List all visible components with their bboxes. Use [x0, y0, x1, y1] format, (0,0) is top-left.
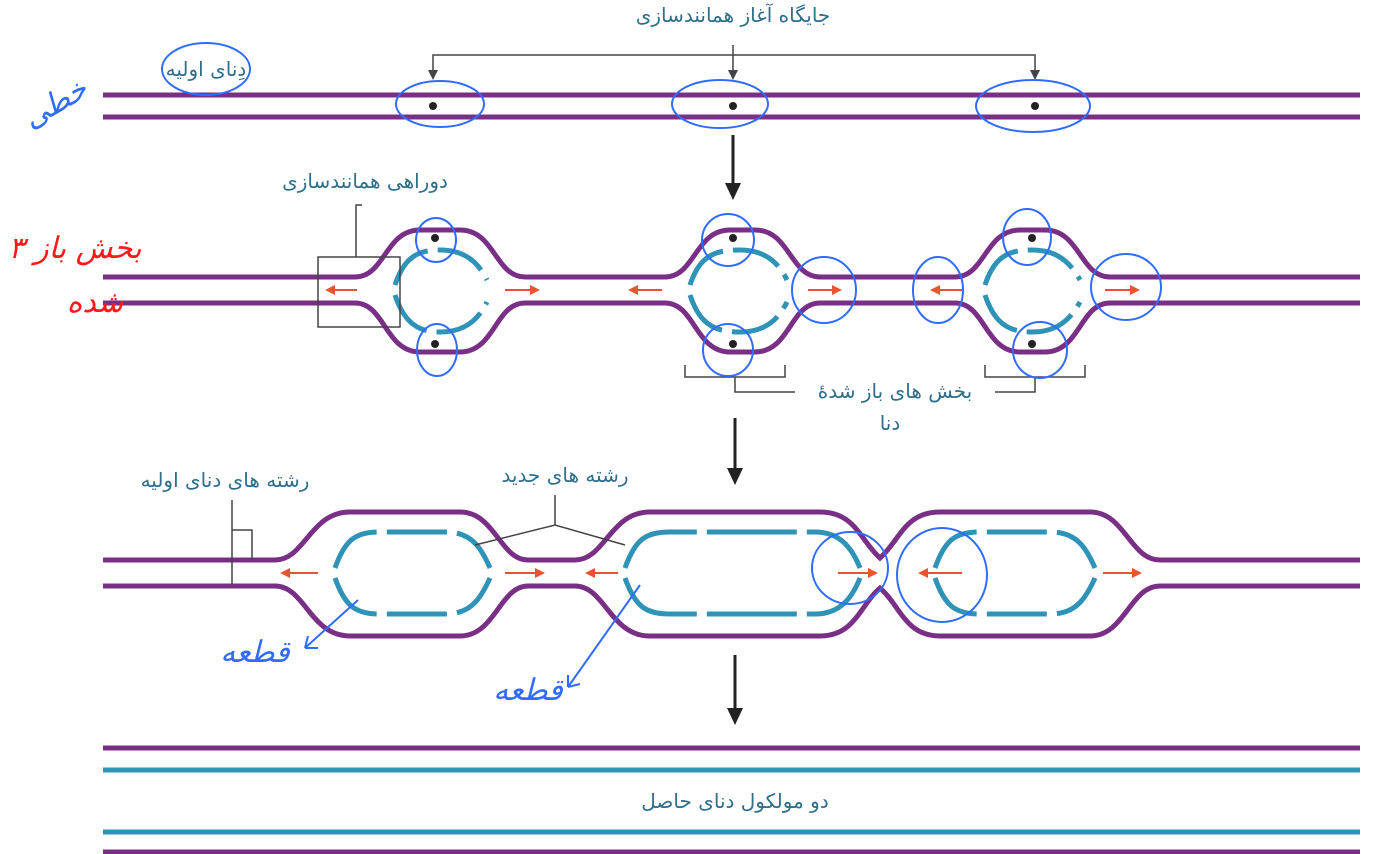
left-arrow-icon	[280, 568, 318, 578]
label-replication-fork: دوراهی همانندسازی	[282, 169, 448, 193]
origin-bracket	[432, 45, 1036, 70]
new-strand	[392, 294, 490, 335]
handwriting-three-open-parts-2: شده	[67, 285, 124, 320]
stage-1-parent-dna	[103, 45, 1360, 120]
left-arrow-icon	[585, 568, 618, 578]
annotation-circle	[415, 217, 457, 263]
pen-arrow	[567, 584, 641, 688]
replication-fork-callout	[317, 204, 401, 328]
annotation-circle	[811, 531, 889, 605]
label-two-molecules: دو مولکول دنای حاصل	[641, 789, 829, 813]
origin-dot	[729, 234, 737, 242]
opened-regions-brackets	[684, 365, 1086, 393]
right-arrow-icon	[505, 285, 540, 295]
annotation-circle	[702, 323, 754, 377]
stage-4-daughter-molecules	[103, 745, 1360, 854]
stage-2-bubbles	[103, 227, 1360, 355]
origin-dot	[1028, 234, 1036, 242]
label-opened-regions: بخش های باز شدهٔ	[818, 379, 972, 403]
new-strand	[687, 247, 790, 286]
annotation-circle	[161, 42, 251, 96]
handwriting-fragment-right: قطعه	[493, 673, 564, 708]
label-replication-origin: جایگاه آغاز همانندسازی	[636, 2, 831, 27]
new-strand	[332, 529, 493, 569]
fork-direction-arrows	[325, 285, 1140, 295]
new-strand	[332, 576, 493, 617]
label-new-strands: رشته های جدید	[501, 463, 628, 487]
right-arrow-icon	[1105, 285, 1140, 295]
stage-3-merging-bubbles	[103, 509, 1360, 639]
annotation-circle	[912, 256, 964, 324]
origin-dot	[1031, 102, 1039, 110]
right-arrow-icon	[505, 568, 545, 578]
pen-annotations	[161, 42, 1162, 688]
parent-strand-bottom	[103, 300, 1360, 355]
annotation-circle	[701, 213, 755, 267]
origin-dot	[431, 340, 439, 348]
origin-dot	[429, 102, 437, 110]
label-parent-strands: رشته های دنای اولیه	[141, 468, 310, 492]
annotation-circle	[416, 323, 458, 377]
parent-strand-top	[103, 509, 1360, 563]
annotation-circle	[1090, 253, 1162, 321]
left-arrow-icon	[325, 285, 357, 295]
label-parent-dna: دِنای اولیه	[166, 57, 247, 81]
bracket-arrowhead	[1030, 70, 1040, 80]
new-strands-callout	[474, 495, 626, 546]
new-strand	[982, 247, 1083, 286]
left-arrow-icon	[628, 285, 662, 295]
handwriting-three-open-parts: ۳ بخش باز	[8, 231, 141, 266]
bracket-arrowhead	[428, 70, 438, 80]
pen-arrow	[304, 599, 359, 649]
handwriting-fragment-left: قطعه	[220, 635, 291, 670]
new-strand	[687, 294, 790, 335]
new-strand	[392, 247, 490, 286]
right-arrow-icon	[808, 285, 842, 295]
annotation-circle	[896, 527, 988, 623]
bracket-arrowhead	[728, 70, 738, 80]
origin-dot	[729, 340, 737, 348]
annotation-circle	[671, 79, 769, 129]
right-arrow-icon	[838, 568, 878, 578]
annotation-circle	[395, 80, 485, 128]
new-strand	[622, 529, 863, 569]
label-opened-regions-dna: دنا	[880, 411, 901, 435]
annotation-circle	[975, 79, 1091, 133]
annotation-circle	[1012, 321, 1068, 379]
fork-direction-arrows-stage-3	[280, 568, 1142, 578]
origin-dot	[729, 102, 737, 110]
annotation-circle	[1002, 208, 1052, 266]
origin-dot	[1028, 340, 1036, 348]
origin-dot	[431, 234, 439, 242]
left-arrow-icon	[918, 568, 962, 578]
parent-strand-bottom	[103, 583, 1360, 639]
down-arrow-icon	[725, 135, 741, 200]
new-strand	[622, 577, 863, 617]
new-strand	[932, 529, 1098, 569]
new-strand	[932, 576, 1098, 617]
parent-strand-top	[103, 227, 1360, 280]
handwriting-linear: خطی	[17, 71, 94, 136]
down-arrow-icon	[727, 655, 743, 725]
parent-strands-callout	[231, 500, 253, 585]
new-strand	[982, 294, 1083, 335]
down-arrow-icon	[727, 418, 743, 485]
left-arrow-icon	[930, 285, 963, 295]
annotation-circle	[791, 256, 857, 324]
right-arrow-icon	[1103, 568, 1142, 578]
